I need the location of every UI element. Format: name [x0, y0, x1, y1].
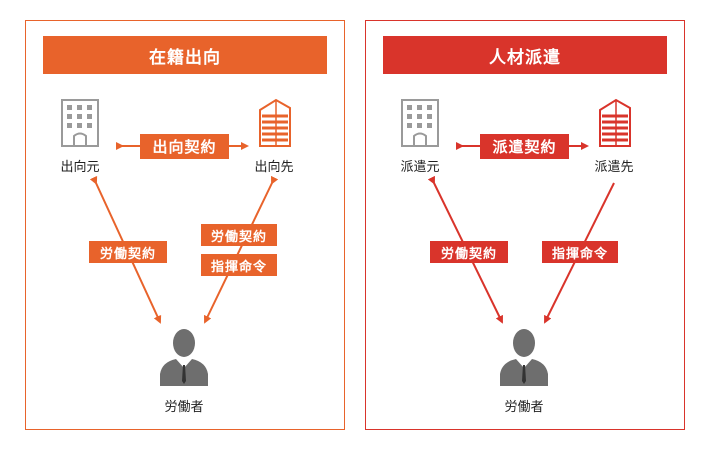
worker-label: 労働者	[504, 400, 544, 415]
dest-worker-arrow	[204, 175, 279, 324]
panel-title: 在籍出向	[43, 36, 327, 74]
command-badge: 指揮命令	[542, 241, 618, 263]
contract-badge: 派遣契約	[480, 134, 569, 159]
jinzai-haken-panel: 人材派遣	[365, 20, 685, 430]
person-bust-icon	[500, 329, 548, 386]
contract-badge: 出向契約	[140, 134, 229, 159]
striped-building-icon	[259, 98, 291, 147]
panel-title: 人材派遣	[383, 36, 667, 74]
office-building-icon	[401, 99, 439, 147]
labor-contract-badge: 労働契約	[430, 241, 508, 263]
labor-contract-badge: 労働契約	[201, 224, 277, 246]
striped-building-icon	[599, 98, 631, 147]
worker-label: 労働者	[164, 400, 204, 415]
labor-contract-badge: 労働契約	[89, 241, 167, 263]
person-bust-icon	[160, 329, 208, 386]
office-building-icon	[61, 99, 99, 147]
source-label: 派遣元	[400, 160, 440, 175]
source-label: 出向元	[60, 160, 100, 175]
command-badge: 指揮命令	[201, 254, 277, 276]
dest-label: 派遣先	[594, 160, 634, 175]
dest-label: 出向先	[254, 160, 294, 175]
